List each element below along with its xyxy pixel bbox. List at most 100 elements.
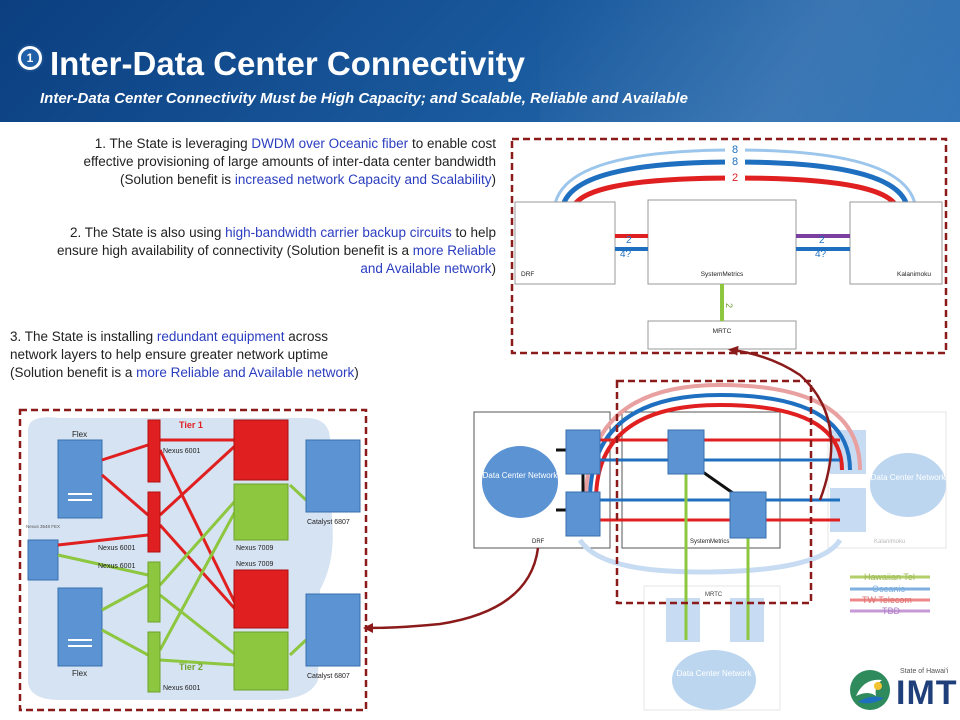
nexus6001-tier1-a — [147, 419, 161, 483]
drf-box — [514, 201, 616, 285]
green-link-3 — [158, 499, 238, 586]
step-badge-number: 1 — [21, 49, 39, 67]
nexus6001-tier1-b — [147, 491, 161, 553]
point-3-text-c: ) — [354, 365, 359, 380]
logo-imt-text: IMT — [896, 674, 958, 712]
drf-cloud — [482, 446, 558, 518]
green-link-6 — [159, 658, 237, 667]
step-badge: 1 — [16, 44, 44, 72]
green-link-1 — [101, 583, 149, 612]
red-link-4 — [158, 449, 238, 606]
legend-label-oceanic: Oceanic — [872, 584, 906, 594]
green-link-9 — [288, 638, 308, 657]
drf-cloud-label: Data Center Network — [483, 471, 559, 480]
kalanimoku-site-label: Kalanimoku — [874, 539, 905, 545]
arc-label-1: 8 — [732, 144, 738, 156]
systemmetrics-site-label: SystemMetrics — [690, 539, 729, 545]
point-1-highlight-b: increased network Capacity and Scalabili… — [234, 172, 492, 187]
catalyst-top — [305, 439, 361, 513]
point-2-text-b: to help ensure high availability of conn… — [57, 225, 496, 258]
nexus6001-tier2-b — [147, 631, 161, 693]
header-shine — [540, 0, 960, 122]
point-3-text-b: across network layers to help ensure gre… — [10, 329, 329, 380]
net-arc-red — [594, 402, 844, 501]
mrtc-cloud — [672, 650, 756, 710]
arrow-to-tiers — [363, 547, 540, 633]
arc-label-2: 8 — [732, 156, 738, 168]
mrtc-cloud-label: Data Center Network — [677, 669, 753, 678]
right-link-label-2: 4? — [815, 249, 827, 260]
right-link-label-1: 2 — [819, 235, 825, 246]
fex-label: Nexus 3548 FEX — [26, 524, 60, 529]
network-highlight-frame — [615, 379, 813, 605]
legend-label-tbd: TBD — [882, 606, 901, 616]
nexus6001-label-d: Nexus 6001 — [163, 685, 200, 692]
tier2-label: Tier 2 — [179, 662, 203, 672]
systemmetrics-box — [647, 199, 797, 285]
fex-switch — [27, 539, 59, 581]
point-1: 1. The State is leveraging DWDM over Oce… — [60, 135, 497, 189]
green-link-8 — [288, 483, 308, 502]
systemmetrics-box-label: SystemMetrics — [701, 271, 744, 278]
nexus7009-bottom-red — [233, 569, 289, 629]
flex-server-top — [57, 439, 103, 519]
red-link-2 — [101, 473, 149, 517]
green-link-7 — [57, 553, 149, 577]
left-link-label-2: 4? — [620, 249, 632, 260]
nexus6001-tier2-a — [147, 561, 161, 623]
nexus6001-label-b: Nexus 6001 — [98, 545, 135, 552]
drf-switch-a — [565, 429, 601, 475]
page-subtitle: Inter-Data Center Connectivity Must be H… — [40, 90, 688, 107]
network-legend: Hawaiian Tel Oceanic TW Telecom TBD — [850, 572, 930, 616]
imt-logo-mark-icon — [850, 670, 890, 710]
red-link-5 — [158, 443, 238, 517]
nexus6001-label-a: Nexus 6001 — [163, 448, 200, 455]
flex-server-bottom — [57, 587, 103, 667]
green-link-5 — [158, 509, 238, 651]
point-3-highlight-b: more Reliable and Available network — [136, 365, 355, 380]
catalyst-label-b: Catalyst 6807 — [307, 673, 350, 680]
nexus7009-label-a: Nexus 7009 — [236, 545, 273, 552]
header-banner: 1 Inter-Data Center Connectivity Inter-D… — [0, 0, 960, 122]
kalanimoku-cloud — [870, 453, 946, 517]
kalanimoku-box — [849, 201, 943, 285]
arrow-to-topology — [728, 345, 833, 501]
red-link-1 — [101, 443, 149, 462]
point-3: 3. The State is installing redundant equ… — [10, 328, 372, 382]
mrtc-link-label: 2 — [724, 303, 734, 308]
mrtc-site-label: MRTC — [705, 592, 723, 598]
kalanimoku-box-label: Kalanimoku — [897, 271, 931, 278]
arc-label-bg-1 — [725, 143, 745, 156]
net-arc-bottom-faded — [577, 538, 843, 575]
legend-label-tw-telecom: TW Telecom — [862, 595, 912, 605]
tier-diagram: Flex Flex Nexus 3548 FEX — [18, 408, 368, 712]
point-2-text-c: ) — [491, 261, 497, 276]
point-2: 2. The State is also using high-bandwidt… — [48, 224, 496, 278]
flex-top-label: Flex — [72, 430, 87, 439]
catalyst-bottom — [305, 593, 361, 667]
flex-bottom-label: Flex — [72, 669, 87, 678]
red-link-6 — [158, 524, 238, 611]
logo-state-text: State of Hawai'i — [900, 668, 949, 675]
arc-label-bg-3 — [725, 171, 745, 184]
drf-box-label: DRF — [521, 271, 534, 278]
imt-logo: State of Hawai'i IMT — [848, 664, 957, 716]
point-2-text-a: 2. The State is also using — [70, 225, 226, 240]
legend-label-hawaiian-tel: Hawaiian Tel — [864, 572, 915, 582]
red-link-7 — [57, 533, 149, 547]
mrtc-box-label: MRTC — [713, 328, 732, 335]
net-arc-blue — [588, 392, 852, 501]
left-link-label-1: 2 — [626, 235, 632, 246]
point-1-text-b: to enable cost effective provisioning of… — [83, 136, 497, 187]
nexus7009-top-red — [233, 419, 289, 481]
nexus7009-top-green — [233, 483, 289, 541]
kalanimoku-switch-b — [830, 488, 866, 532]
nexus7009-bottom-green — [233, 631, 289, 691]
page-title: Inter-Data Center Connectivity — [50, 45, 525, 82]
point-1-text-c: ) — [491, 172, 497, 187]
drf-switch-b — [565, 491, 601, 537]
tier-red-links — [57, 438, 238, 611]
green-link-4 — [159, 593, 237, 657]
sm-switch-a — [667, 429, 705, 475]
